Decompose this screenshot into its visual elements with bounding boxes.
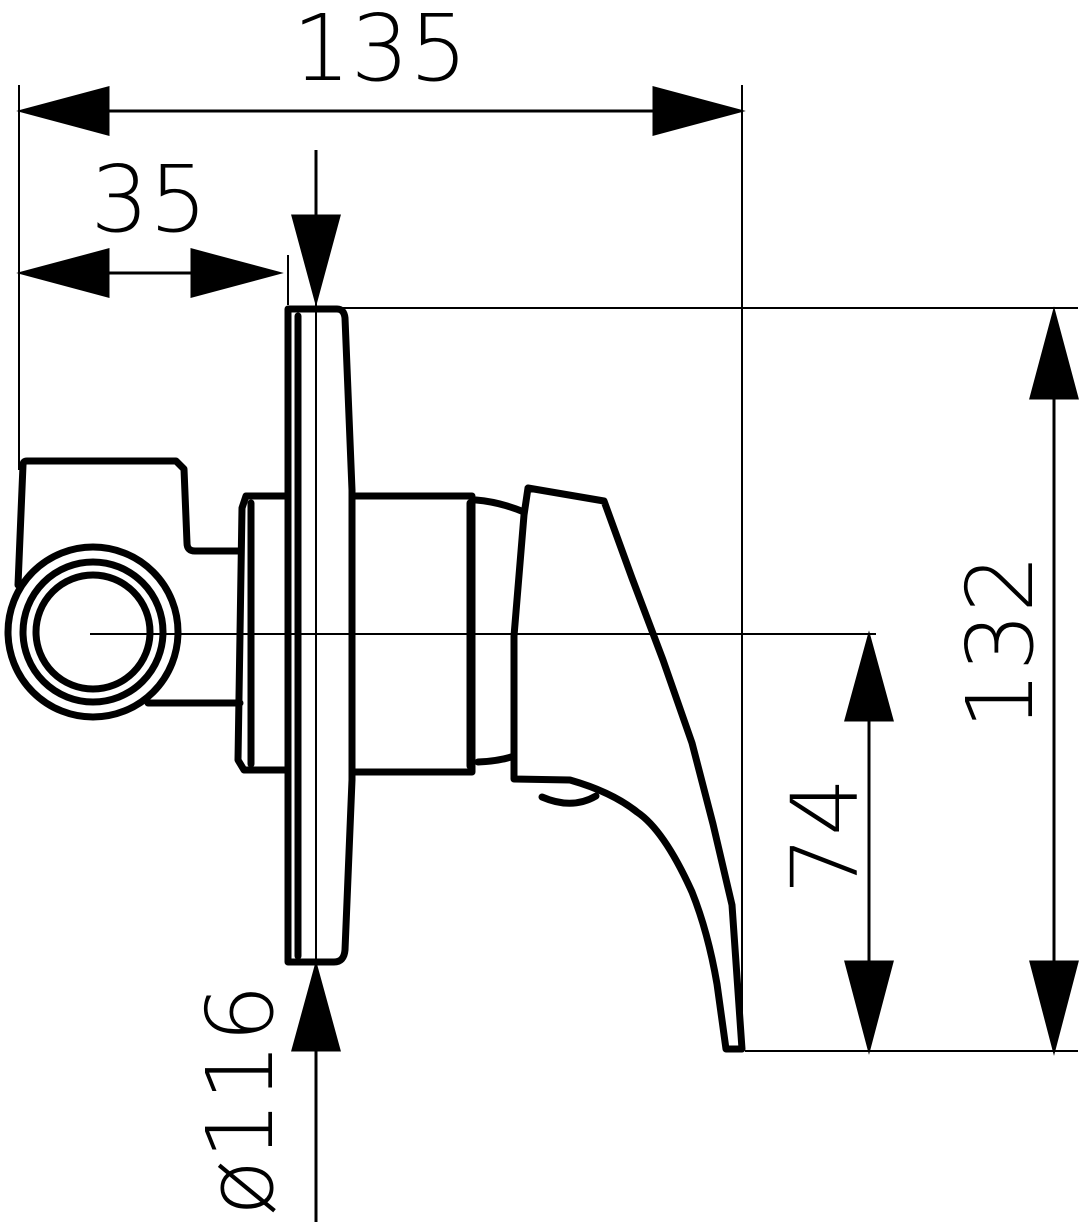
back-connector (14, 457, 242, 589)
label-overall-height: 132 (947, 554, 1054, 730)
arrow-116-top (291, 214, 341, 307)
outlet-ring-middle (19, 558, 167, 706)
label-plate-diameter: ø116 (187, 984, 294, 1216)
arrow-135-left (16, 86, 110, 136)
handle-dome-bottom (474, 752, 518, 766)
arrow-132-top (1029, 306, 1079, 400)
arrow-135-right (652, 86, 746, 136)
handle-dome-top (472, 496, 528, 516)
arrow-35-left (16, 248, 110, 298)
label-mount-depth: 35 (90, 146, 207, 253)
arrow-116-bottom (291, 960, 341, 1052)
lever-grip-detail (538, 792, 600, 807)
label-lever-height: 74 (772, 777, 879, 894)
arrow-132-bottom (1029, 960, 1079, 1056)
outlet-ring-outer (4, 543, 182, 721)
faucet-body (4, 305, 746, 1053)
dimension-lines (16, 86, 1079, 1222)
arrow-74-top (844, 630, 894, 722)
rear-flange (234, 492, 292, 774)
wall-plate (284, 305, 356, 966)
outlet-ring-inner (32, 571, 154, 693)
arrow-74-bottom (844, 960, 894, 1055)
extension-lines (18, 85, 1078, 1052)
lever-handle (510, 484, 746, 1053)
dimension-labels: 135 35 132 74 ø116 (90, 0, 1054, 1216)
arrow-35-right (190, 248, 284, 298)
label-overall-width: 135 (292, 0, 468, 102)
